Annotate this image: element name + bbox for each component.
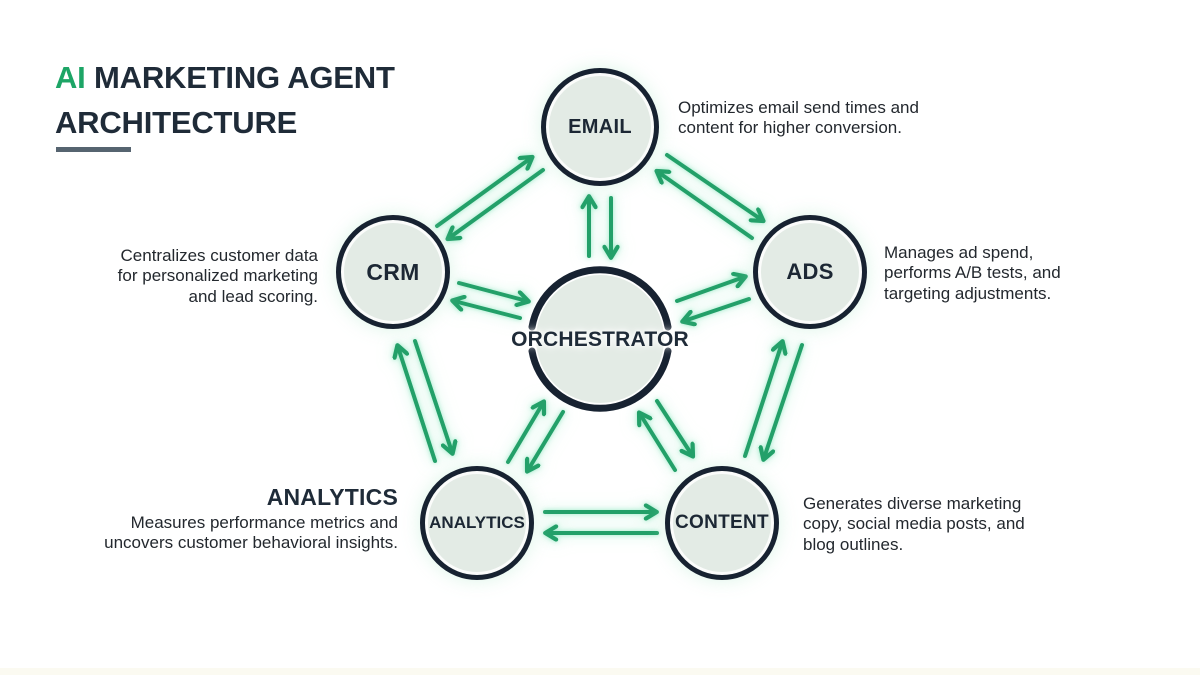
email-description: Optimizes email send times and content f… [678,98,919,138]
title-underline [56,147,131,152]
node-content-label: CONTENT [675,512,769,533]
arrow-orchestrator-to-crm [454,301,522,320]
node-analytics-label: ANALYTICS [429,513,525,532]
node-ads-label: ADS [786,259,834,284]
title-line-1: AI MARKETING AGENT [55,55,575,100]
arrow-orchestrator-to-content [655,399,692,455]
arrow-analytics-to-orchestrator [506,403,543,464]
arrow-orchestrator-to-ads [675,277,744,303]
connector-arrows [398,153,804,533]
node-analytics: ANALYTICS [420,466,534,580]
arrow-ads-to-content [764,343,804,458]
title-line-2: ARCHITECTURE [55,105,298,140]
node-ads: ADS [753,215,867,329]
node-email-label: EMAIL [568,115,632,138]
arrow-crm-to-email [435,158,531,228]
node-crm: CRM [336,215,450,329]
title-rest: MARKETING AGENT [85,60,395,95]
node-orchestrator-label: ORCHESTRATOR [511,328,689,351]
orchestrator-arc-top [528,266,672,331]
arrow-crm-to-analytics [413,339,452,452]
analytics-description-block: ANALYTICS Measures performance metrics a… [88,484,398,553]
node-crm-label: CRM [366,258,420,285]
orchestrator-fill [536,275,664,403]
arrow-orchestrator-to-analytics [528,410,565,470]
crm-description: Centralizes customer data for personaliz… [117,246,318,306]
node-email: EMAIL [541,68,659,186]
ads-description: Manages ad spend, performs A/B tests, an… [884,243,1061,303]
orchestrator-arc-bottom [528,347,672,412]
arrow-ads-to-email [658,172,754,240]
title-accent: AI [55,60,86,95]
node-content: CONTENT [665,466,779,580]
arrow-ads-to-orchestrator [684,297,751,321]
analytics-description: Measures performance metrics and uncover… [104,512,398,552]
arrow-crm-to-orchestrator [457,281,527,301]
arrow-email-to-ads [665,153,762,220]
arrow-content-to-ads [743,343,782,458]
content-description: Generates diverse marketing copy, social… [803,494,1025,554]
analytics-heading: ANALYTICS [266,484,398,510]
bottom-edge-band [0,668,1200,675]
arrow-analytics-to-crm [398,347,437,463]
arrow-content-to-orchestrator [640,414,677,472]
arrow-email-to-crm [449,168,545,238]
node-orchestrator-circle [528,266,672,412]
page-title: AI MARKETING AGENT ARCHITECTURE [55,55,575,145]
